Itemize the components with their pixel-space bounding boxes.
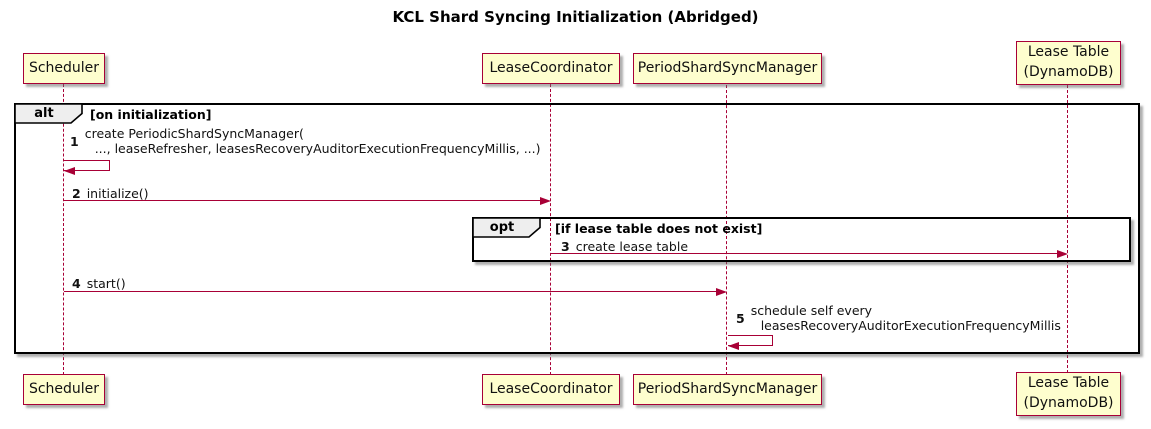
message-5-text-line2: leasesRecoveryAuditorExecutionFrequencyM…: [760, 318, 1061, 333]
opt-condition: [if lease table does not exist]: [555, 221, 763, 236]
message-2-arrow: [64, 200, 541, 201]
message-1-text-line2: ..., leaseRefresher, leasesRecoveryAudit…: [94, 141, 541, 156]
message-3-text: create lease table: [575, 239, 689, 254]
participant-lease-table-top: Lease Table (DynamoDB): [1016, 41, 1121, 85]
participant-lease-coordinator-bottom: LeaseCoordinator: [482, 374, 620, 405]
message-5-label: 5 schedule self every leasesRecoveryAudi…: [736, 303, 1061, 333]
message-3-arrow: [551, 253, 1057, 254]
participant-label: Lease Table: [1027, 375, 1110, 392]
participant-scheduler-bottom: Scheduler: [23, 374, 105, 405]
message-5-text-line1: schedule self every: [750, 303, 873, 318]
message-1-label: 1 create PeriodicShardSyncManager( ..., …: [70, 126, 541, 156]
message-3-label: 3 create lease table: [561, 239, 688, 254]
participant-label: LeaseCoordinator: [489, 380, 613, 397]
message-5-seq: 5: [736, 310, 745, 326]
lifeline-scheduler: [63, 84, 64, 375]
participant-period-shard-sync-manager-bottom: PeriodShardSyncManager: [633, 374, 822, 405]
message-4-arrow: [64, 291, 716, 292]
participant-lease-table-bottom: Lease Table (DynamoDB): [1016, 372, 1121, 416]
opt-keyword-pentagon: [472, 217, 541, 238]
participant-label: Scheduler: [28, 380, 100, 397]
opt-frame: opt [if lease table does not exist]: [472, 217, 1131, 262]
lifeline-lease-table: [1067, 85, 1068, 373]
message-5-arrowhead: [728, 342, 739, 350]
message-3-arrowhead: [1057, 250, 1068, 258]
alt-keyword: alt: [34, 106, 54, 121]
lifeline-period-shard-sync-manager: [726, 85, 727, 375]
participant-label: Scheduler: [28, 59, 100, 76]
lifeline-lease-coordinator: [550, 84, 551, 375]
message-1-arrowhead: [64, 167, 75, 175]
alt-keyword-pentagon: [14, 103, 83, 124]
participant-lease-coordinator-top: LeaseCoordinator: [482, 53, 620, 84]
message-2-text: initialize(): [86, 186, 149, 201]
opt-keyword: opt: [489, 220, 515, 235]
message-4-arrowhead: [716, 288, 727, 296]
alt-frame: alt [on initialization]: [14, 103, 1140, 354]
message-4-seq: 4: [72, 276, 81, 291]
participant-label: LeaseCoordinator: [489, 59, 613, 76]
message-2-seq: 2: [72, 186, 81, 201]
alt-condition: [on initialization]: [90, 107, 212, 122]
participant-period-shard-sync-manager-top: PeriodShardSyncManager: [633, 53, 822, 84]
message-2-label: 2 initialize(): [72, 186, 149, 201]
participant-sublabel: (DynamoDB): [1023, 64, 1114, 80]
participant-label: PeriodShardSyncManager: [637, 380, 818, 397]
message-4-label: 4 start(): [72, 276, 126, 291]
message-4-text: start(): [86, 276, 126, 291]
message-3-seq: 3: [561, 239, 570, 254]
message-5-self-arrow: [728, 335, 773, 346]
participant-sublabel: (DynamoDB): [1023, 395, 1114, 411]
participant-label: Lease Table: [1027, 44, 1110, 61]
message-1-text-line1: create PeriodicShardSyncManager(: [84, 126, 304, 141]
participant-label: PeriodShardSyncManager: [637, 59, 818, 76]
message-1-seq: 1: [70, 133, 79, 149]
message-1-self-arrow: [64, 160, 110, 171]
diagram-title: KCL Shard Syncing Initialization (Abridg…: [392, 8, 759, 26]
message-2-arrowhead: [540, 197, 551, 205]
participant-scheduler-top: Scheduler: [23, 53, 105, 84]
